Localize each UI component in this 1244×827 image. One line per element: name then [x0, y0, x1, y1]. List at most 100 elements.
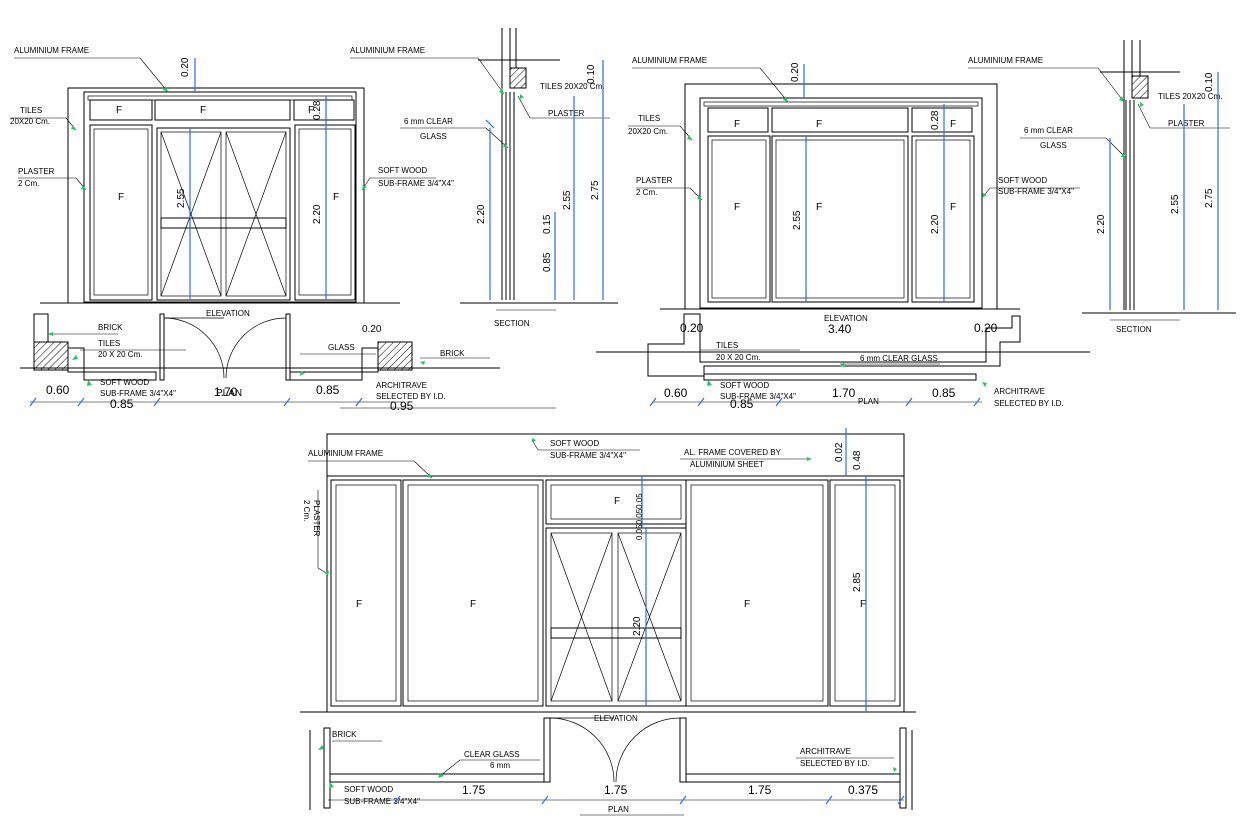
panel-label: F [860, 599, 866, 610]
label-aluminium-frame: ALUMINIUM FRAME [632, 56, 707, 65]
label-clear-glass: 6 mm CLEAR [1024, 126, 1073, 135]
dim-0-85: 0.85 [730, 397, 754, 411]
label-soft-wood: SOFT WOOD [998, 176, 1047, 185]
dim-2-55: 2.55 [176, 188, 187, 208]
label-aluminium-frame: ALUMINIUM FRAME [14, 46, 89, 55]
dim-2-75: 2.75 [590, 180, 601, 200]
dim-0-20: 0.20 [362, 324, 382, 335]
label-tiles-size: 20 X 20 Cm. [716, 353, 760, 362]
label-clear-glass: CLEAR GLASS [464, 750, 520, 759]
dim-0-20: 0.20 [180, 57, 191, 77]
label-sub-frame: SUB-FRAME 3/4"X4" [100, 389, 176, 398]
label-tiles-size: 20X20 Cm. [10, 117, 50, 126]
label-brick: BRICK [440, 349, 465, 358]
dim-0-95: 0.95 [390, 399, 414, 413]
label-soft-wood: SOFT WOOD [550, 439, 599, 448]
label-sub-frame: SUB-FRAME 3/4"X4" [378, 179, 454, 188]
panel-label: F [116, 105, 122, 116]
label-brick: BRICK [332, 730, 357, 739]
dim-1-75: 1.75 [748, 783, 772, 797]
panel-label: F [308, 105, 314, 116]
title-section-2: SECTION [1116, 325, 1152, 334]
label-tiles-20x20: TILES 20X20 Cm. [1158, 92, 1222, 101]
dim-3-40: 3.40 [828, 322, 852, 336]
label-tiles: TILES [20, 106, 42, 115]
label-plan-2: PLAN [858, 397, 879, 406]
panel-label: F [734, 119, 740, 130]
label-plaster: PLASTER [18, 167, 55, 176]
dim-0-28: 0.28 [930, 110, 941, 130]
label-6mm-clear-glass: 6 mm CLEAR GLASS [860, 354, 938, 363]
dim-2-20: 2.20 [476, 204, 487, 224]
dim-2-20: 2.20 [1096, 214, 1107, 234]
panel-label: F [614, 496, 620, 507]
plan-2 [596, 313, 1090, 403]
panel-label: F [950, 202, 956, 213]
dim-0-85: 0.85 [316, 383, 340, 397]
dim-0-375: 0.375 [848, 783, 878, 797]
dim-0-48: 0.48 [852, 450, 863, 470]
panel-label: F [200, 105, 206, 116]
label-architrave: ARCHITRAVE [800, 747, 851, 756]
label-plaster: PLASTER [636, 176, 673, 185]
label-al-frame-covered: AL. FRAME COVERED BY [684, 448, 782, 457]
panel-label: F [118, 192, 124, 203]
label-plaster: PLASTER [1168, 119, 1205, 128]
dim-0-10: 0.10 [586, 64, 597, 84]
dim-0-60: 0.60 [664, 386, 688, 400]
dim-2-20: 2.20 [930, 214, 941, 234]
label-plan-1: PLAN [216, 388, 242, 399]
label-sub-frame: SUB-FRAME 3/4"X4" [720, 392, 796, 401]
panel-label: F [333, 192, 339, 203]
label-architrave: ARCHITRAVE [994, 387, 1045, 396]
label-selected: SELECTED BY I.D. [376, 392, 446, 401]
label-aluminium-sheet: ALUMINIUM SHEET [690, 460, 764, 469]
title-section-1: SECTION [494, 319, 530, 328]
label-selected: SELECTED BY I.D. [800, 759, 870, 768]
title-elevation-1: ELEVATION [206, 309, 250, 318]
label-plaster-size: 2 Cm. [18, 179, 39, 188]
panel-label: F [816, 119, 822, 130]
label-plaster-size: 2 Cm. [302, 500, 311, 521]
dim-0-85: 0.85 [932, 386, 956, 400]
panel-label: F [816, 202, 822, 213]
label-clear-glass: 6 mm CLEAR [404, 117, 453, 126]
label-plaster-size: 2 Cm. [636, 188, 657, 197]
dim-0-60: 0.60 [46, 383, 70, 397]
dim-2-55: 2.55 [562, 190, 573, 210]
elevation-2 [660, 83, 1020, 310]
dim-0-02: 0.02 [834, 442, 845, 462]
section-2 [1082, 40, 1236, 321]
label-aluminium-frame: ALUMINIUM FRAME [968, 56, 1043, 65]
dim-2-20: 2.20 [312, 204, 323, 224]
dim-0-20: 0.20 [680, 321, 704, 335]
label-tiles-20x20: TILES 20X20 Cm. [540, 82, 604, 91]
panel-label: F [744, 599, 750, 610]
dim-2-20: 2.20 [632, 616, 643, 636]
label-sub-frame: SUB-FRAME 3/4"X4" [998, 187, 1074, 196]
title-elevation-2: ELEVATION [824, 314, 868, 323]
label-tiles: TILES [98, 339, 120, 348]
dim-2-55: 2.55 [792, 210, 803, 230]
label-architrave: ARCHITRAVE [376, 381, 427, 390]
title-elevation-3: ELEVATION [594, 714, 638, 723]
label-aluminium-frame: ALUMINIUM FRAME [308, 449, 383, 458]
panel-label: F [950, 119, 956, 130]
dim-1-70: 1.70 [214, 385, 238, 399]
label-tiles-size: 20X20 Cm. [628, 127, 668, 136]
label-selected: SELECTED BY I.D. [994, 399, 1064, 408]
label-soft-wood: SOFT WOOD [378, 166, 427, 175]
panel-label: F [470, 599, 476, 610]
label-6mm: 6 mm [490, 761, 510, 770]
label-glass: GLASS [420, 132, 447, 141]
dim-0-20: 0.20 [974, 321, 998, 335]
label-tiles-size: 20 X 20 Cm. [98, 350, 142, 359]
label-glass: GLASS [1040, 141, 1067, 150]
dim-0-85: 0.85 [542, 252, 553, 272]
label-soft-wood: SOFT WOOD [720, 381, 769, 390]
label-soft-wood: SOFT WOOD [344, 785, 393, 794]
label-tiles: TILES [638, 114, 660, 123]
dim-0-85: 0.85 [110, 397, 134, 411]
label-soft-wood: SOFT WOOD [100, 378, 149, 387]
